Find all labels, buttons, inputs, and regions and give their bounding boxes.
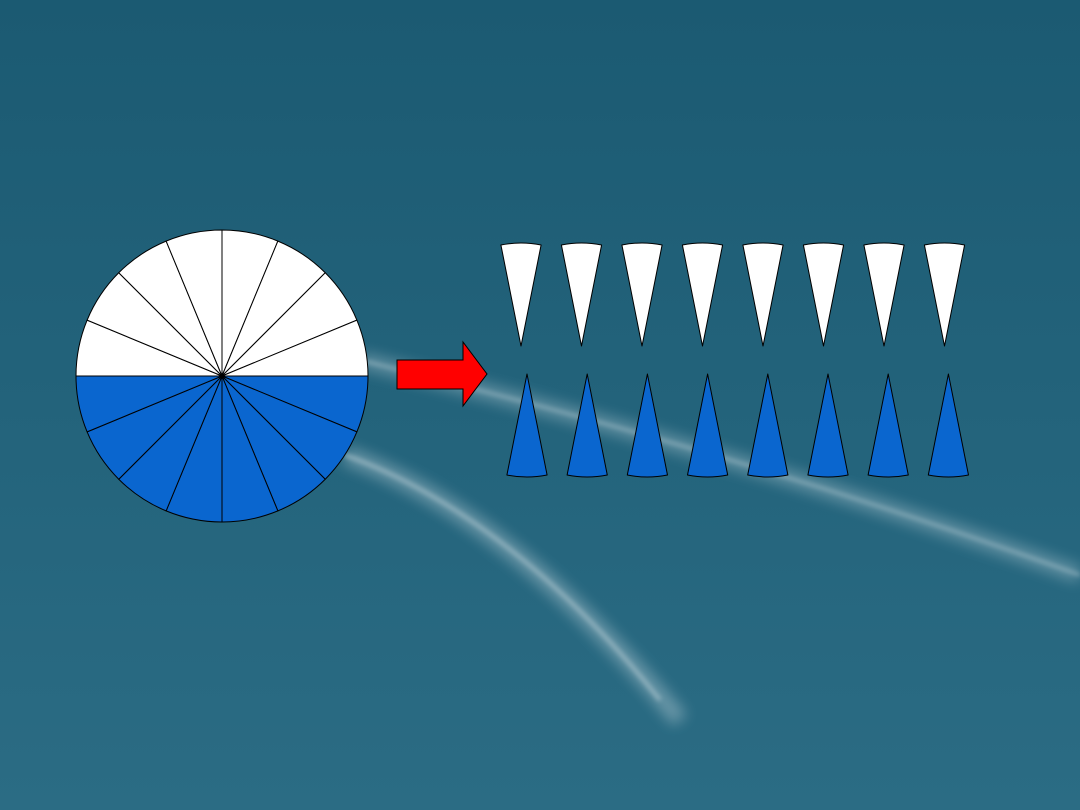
rearranged-sector-blue: [807, 373, 849, 478]
rearranged-sector-white: [681, 242, 724, 347]
rearranged-sector-white: [621, 242, 663, 347]
rearranged-sector-white: [560, 242, 603, 347]
rearranged-sector-blue: [747, 373, 789, 478]
rearranged-sector-white: [923, 242, 966, 347]
rearranged-sector-white: [500, 242, 542, 347]
rearranged-sector-blue: [626, 373, 668, 478]
blue-sector-row: [506, 373, 969, 478]
rearranged-sector-blue: [867, 373, 909, 478]
rearranged-sector-white: [863, 242, 905, 347]
rearranged-sector-blue: [687, 373, 729, 478]
right-arrow-icon: [396, 340, 488, 408]
rearranged-sector-white: [742, 242, 784, 347]
rearranged-sector-blue: [566, 373, 608, 478]
circle-sector-blue: [75, 375, 223, 433]
rearranged-sector-white: [802, 242, 845, 347]
rearranged-sector-blue: [927, 373, 969, 478]
rearranged-sector-blue: [506, 373, 548, 478]
arrow-shape: [396, 340, 488, 408]
white-sector-row: [500, 242, 966, 347]
divided-circle: [75, 229, 369, 523]
